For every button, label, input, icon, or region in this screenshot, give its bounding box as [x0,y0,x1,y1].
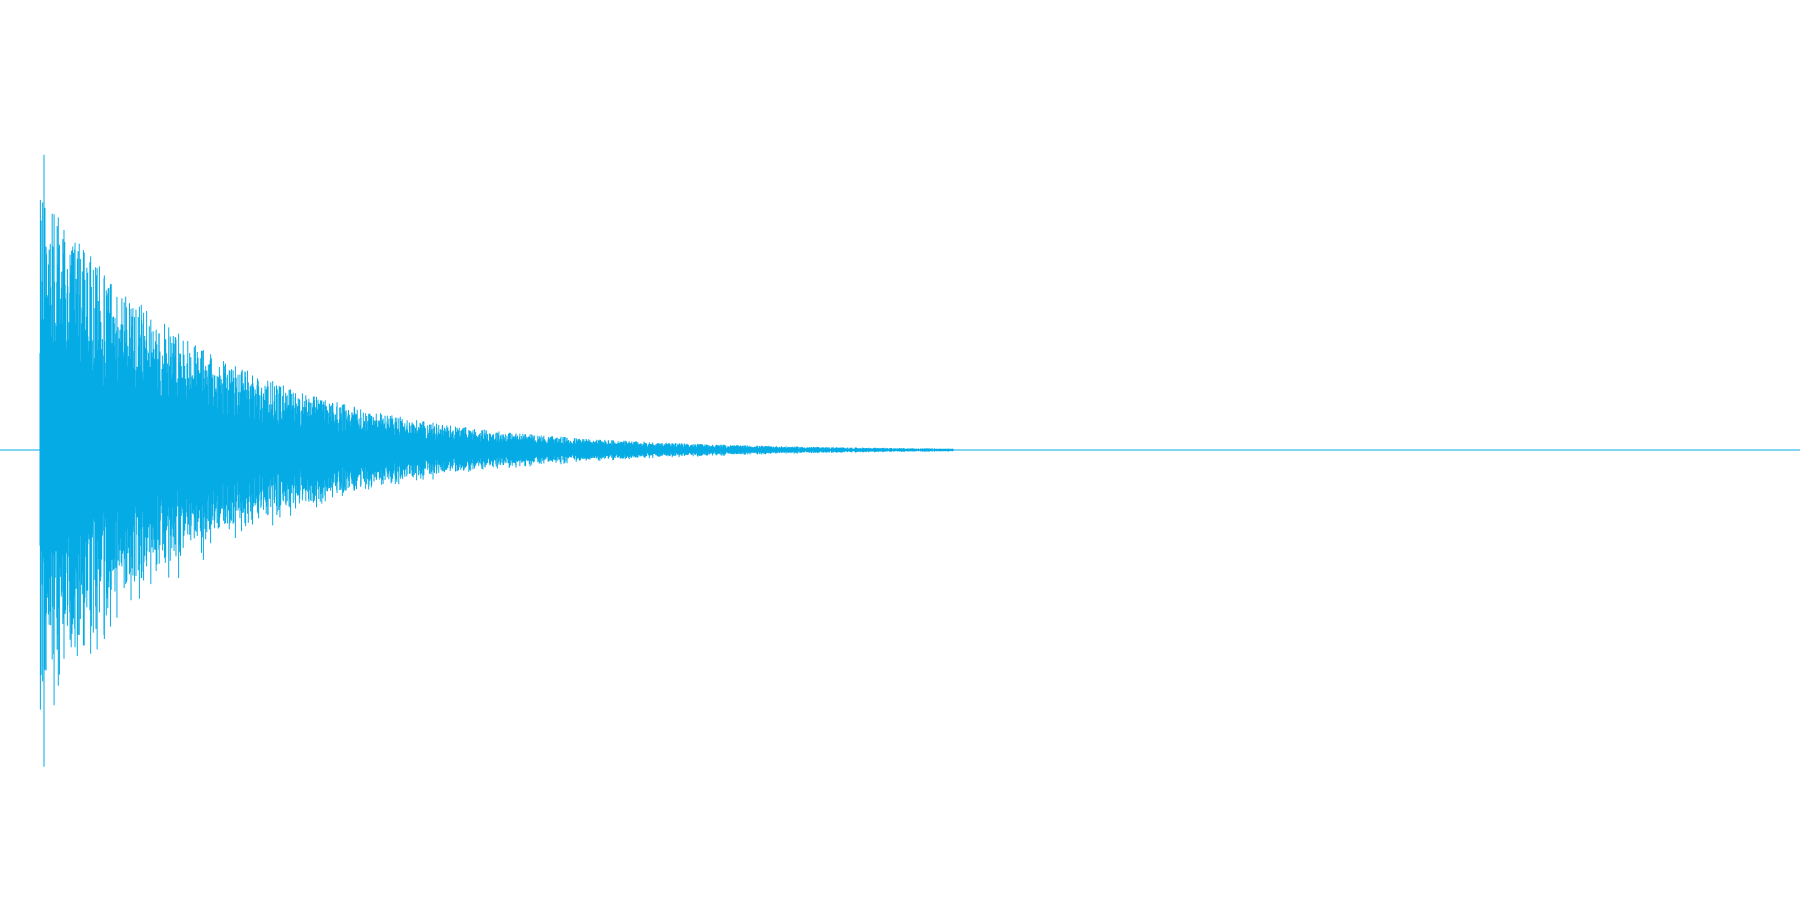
waveform-trace [39,199,955,710]
